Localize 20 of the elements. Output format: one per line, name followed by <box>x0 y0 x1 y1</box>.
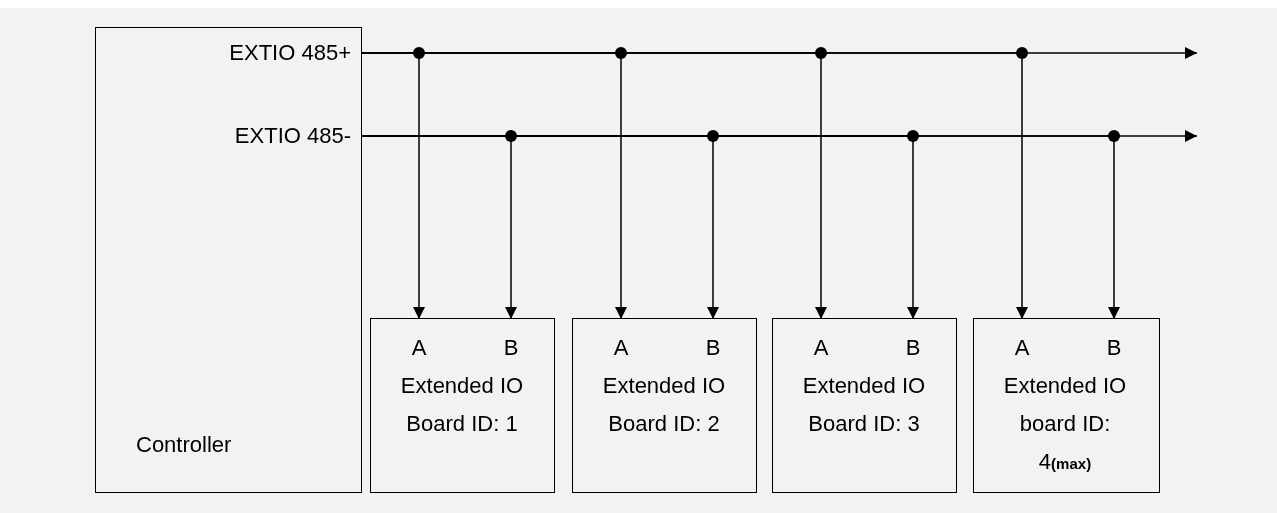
controller-box <box>95 27 362 493</box>
io-board-box <box>572 318 757 493</box>
board-label: Extended IO Board ID: 3 <box>801 372 927 438</box>
terminal-label: B <box>496 319 526 373</box>
board-label: Extended IO Board ID: 2 <box>601 372 727 438</box>
terminal-label: EXTIO 485+ <box>229 34 361 72</box>
terminal-label: A <box>606 319 636 373</box>
io-board-box <box>973 318 1160 493</box>
terminal-label: A <box>404 319 434 373</box>
terminal-label: B <box>698 319 728 373</box>
terminal-label: B <box>1099 319 1129 373</box>
io-board-box <box>772 318 957 493</box>
terminal-label: A <box>1007 319 1037 373</box>
terminal-label: B <box>898 319 928 373</box>
controller-label: Controller <box>136 431 232 459</box>
board-label: Extended IO board ID: 4(max) <box>1002 372 1128 476</box>
board-label: Extended IO Board ID: 1 <box>399 372 525 438</box>
terminal-label: A <box>806 319 836 373</box>
io-board-box <box>370 318 555 493</box>
terminal-label: EXTIO 485- <box>234 117 361 155</box>
